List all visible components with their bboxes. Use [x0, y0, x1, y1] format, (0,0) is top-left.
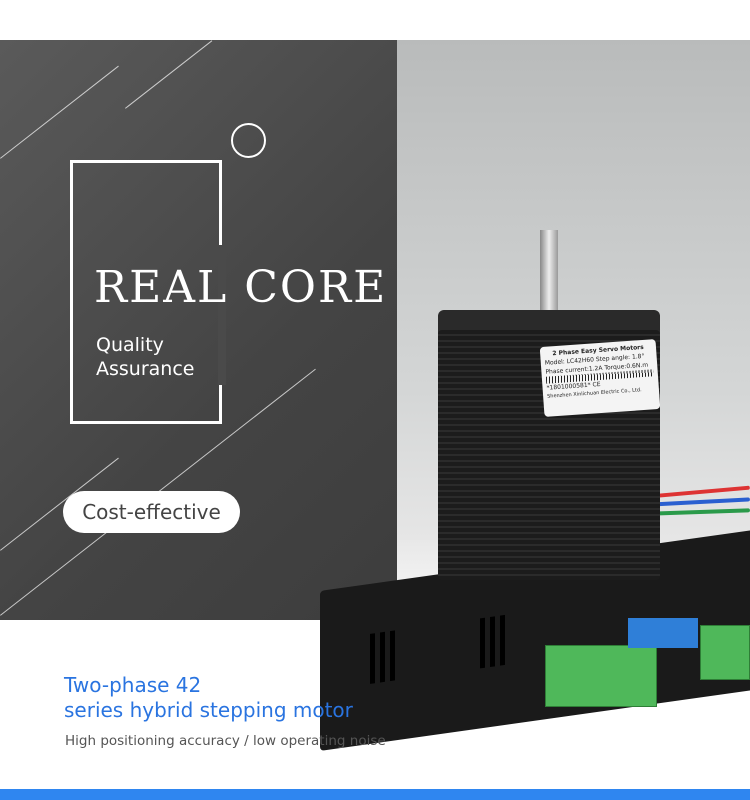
cost-effective-badge: Cost-effective	[63, 491, 240, 533]
hero-tagline: Quality Assurance	[96, 333, 194, 381]
ce-mark: CE	[592, 380, 601, 389]
vent	[480, 617, 485, 669]
motor-shaft	[540, 230, 558, 330]
vent	[390, 630, 395, 682]
product-subtitle: High positioning accuracy / low operatin…	[65, 733, 386, 749]
terminal-block	[545, 645, 657, 707]
tagline-line2: Assurance	[96, 358, 195, 380]
decor-circle	[231, 123, 266, 158]
tagline-line1: Quality	[96, 334, 164, 356]
dip-switch	[628, 618, 698, 648]
product-title-line2: series hybrid stepping motor	[64, 698, 353, 722]
product-title-line1: Two-phase 42	[64, 673, 202, 697]
terminal-block	[700, 625, 750, 680]
vent	[370, 633, 375, 684]
product-title: Two-phase 42 series hybrid stepping moto…	[64, 673, 353, 723]
hero-title: REAL CORE	[94, 262, 388, 313]
motor-label: 2 Phase Easy Servo Motors Model: LC42H60…	[539, 339, 661, 417]
vent	[380, 631, 385, 683]
vent	[490, 616, 495, 668]
bottom-accent-bar	[0, 789, 750, 800]
decor-frame-gap	[218, 245, 226, 385]
vent	[500, 614, 505, 666]
